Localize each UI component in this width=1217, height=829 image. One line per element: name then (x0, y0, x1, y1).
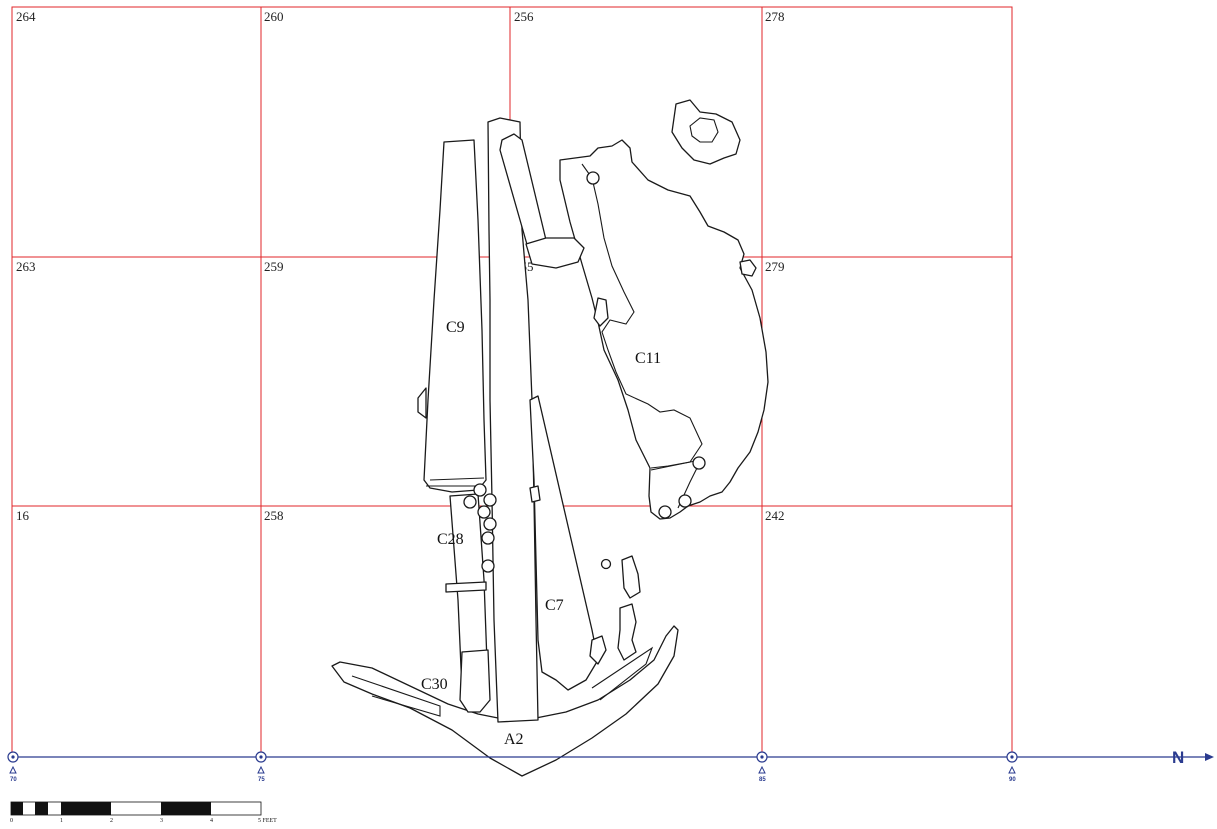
artifact-label-c28: C28 (437, 531, 464, 548)
artifact-c9-ridge (426, 477, 485, 487)
artifact-label-c11: C11 (635, 350, 661, 367)
scale-bar: 0 1 2 3 4 5 FEET (10, 801, 277, 824)
grid-cell-label: 259 (264, 259, 284, 274)
artifact-label-a2: A2 (504, 731, 524, 748)
station-triangle-icon (257, 765, 265, 774)
loose-fragment (617, 603, 637, 661)
artifact-labels: C9 C11 C28 C7 C30 A2 (421, 319, 661, 748)
anchor-ring-collar (525, 237, 585, 269)
artifact-c11-fastener (586, 171, 600, 185)
station-center (1010, 755, 1014, 759)
station-marker-85: 85 (756, 751, 768, 783)
artifact-c7-knot (589, 635, 607, 665)
artifact-c7 (529, 395, 607, 691)
station-marker-70: 70 (7, 751, 19, 783)
station-triangle-icon (758, 765, 766, 774)
artifact-label-c9: C9 (446, 319, 465, 336)
fragment-outline (671, 99, 741, 165)
fragment-inner-hole (689, 117, 719, 143)
station-triangle-icon (1008, 765, 1016, 774)
shot-ball (481, 559, 495, 573)
artifact-c9-outline (423, 139, 487, 493)
artifact-c28 (445, 483, 497, 695)
scale-bar-segment (161, 802, 211, 815)
artifact-c11-outline (559, 139, 769, 520)
station-marker-75: 75 (255, 751, 267, 783)
anchor-right-fluke-inner (591, 646, 654, 701)
shot-ball (483, 493, 497, 507)
artifact-c11-fastener (678, 494, 692, 508)
scale-bar-frame (10, 801, 262, 816)
grid-cell-label: 263 (16, 259, 36, 274)
station-marker-90: 90 (1006, 751, 1018, 783)
grid-cell-label: 264 (16, 9, 36, 24)
scale-bar-end-label: 5 FEET (258, 818, 277, 824)
scale-bar-tick-label: 1 (60, 818, 63, 824)
artifact-c11-fastener (658, 505, 672, 519)
anchor-arms-and-crown (331, 625, 679, 777)
artifact-a2-anchor (331, 117, 679, 777)
station-label: 85 (759, 777, 766, 783)
grid-cell-label: 256 (514, 9, 534, 24)
artifact-c11-notch (593, 297, 609, 327)
artifact-c7-outline (529, 395, 599, 691)
station-center (11, 755, 15, 759)
artifact-label-c30: C30 (421, 676, 448, 693)
grid-cell-label: 278 (765, 9, 785, 24)
grid-cell-label: 260 (264, 9, 284, 24)
artifact-c11-notch (739, 259, 757, 277)
artifact-c9-side-bump (417, 387, 427, 419)
north-arrow-head (1205, 753, 1214, 761)
artifact-c11-inner-edge (581, 163, 703, 469)
survey-baseline: N 70 75 85 90 (7, 748, 1214, 783)
scale-bar-segment (61, 802, 111, 815)
scale-bar-segment (35, 802, 48, 815)
station-label: 90 (1009, 777, 1016, 783)
station-center (259, 755, 263, 759)
shot-ball (477, 505, 491, 519)
artifact-c30 (459, 649, 491, 713)
loose-fragment (621, 555, 641, 599)
scale-bar-tick-label: 4 (210, 818, 213, 824)
artifact-c11-fastener (692, 456, 706, 470)
scale-bar-segment (11, 802, 23, 815)
shot-ball (481, 531, 495, 545)
grid-cell-label: 258 (264, 508, 284, 523)
artifact-c7-knot (529, 485, 541, 503)
artifact-c28-crossbar (445, 581, 487, 593)
artifact-c11 (559, 139, 769, 520)
scale-bar-tick-label: 2 (110, 818, 113, 824)
scale-bar-tick-label: 0 (10, 818, 13, 824)
shot-ball (463, 495, 477, 509)
station-label: 75 (258, 777, 265, 783)
grid-cell-label: 242 (765, 508, 785, 523)
fragment-top-right (671, 99, 741, 165)
anchor-left-fluke-inner (351, 675, 441, 717)
artifact-c9 (417, 139, 487, 493)
scale-bar-tick-label: 3 (160, 818, 163, 824)
grid-cell-label: 279 (765, 259, 785, 274)
loose-fragments (600, 555, 641, 661)
station-triangle-icon (9, 765, 17, 774)
north-label: N (1172, 748, 1184, 767)
grid-cell-label: 16 (16, 508, 30, 523)
loose-ball (600, 558, 612, 570)
artifact-c30-outline (459, 649, 491, 713)
artifact-label-c7: C7 (545, 597, 564, 614)
shot-ball (483, 517, 497, 531)
station-label: 70 (10, 777, 17, 783)
shot-ball (473, 483, 487, 497)
station-center (760, 755, 764, 759)
